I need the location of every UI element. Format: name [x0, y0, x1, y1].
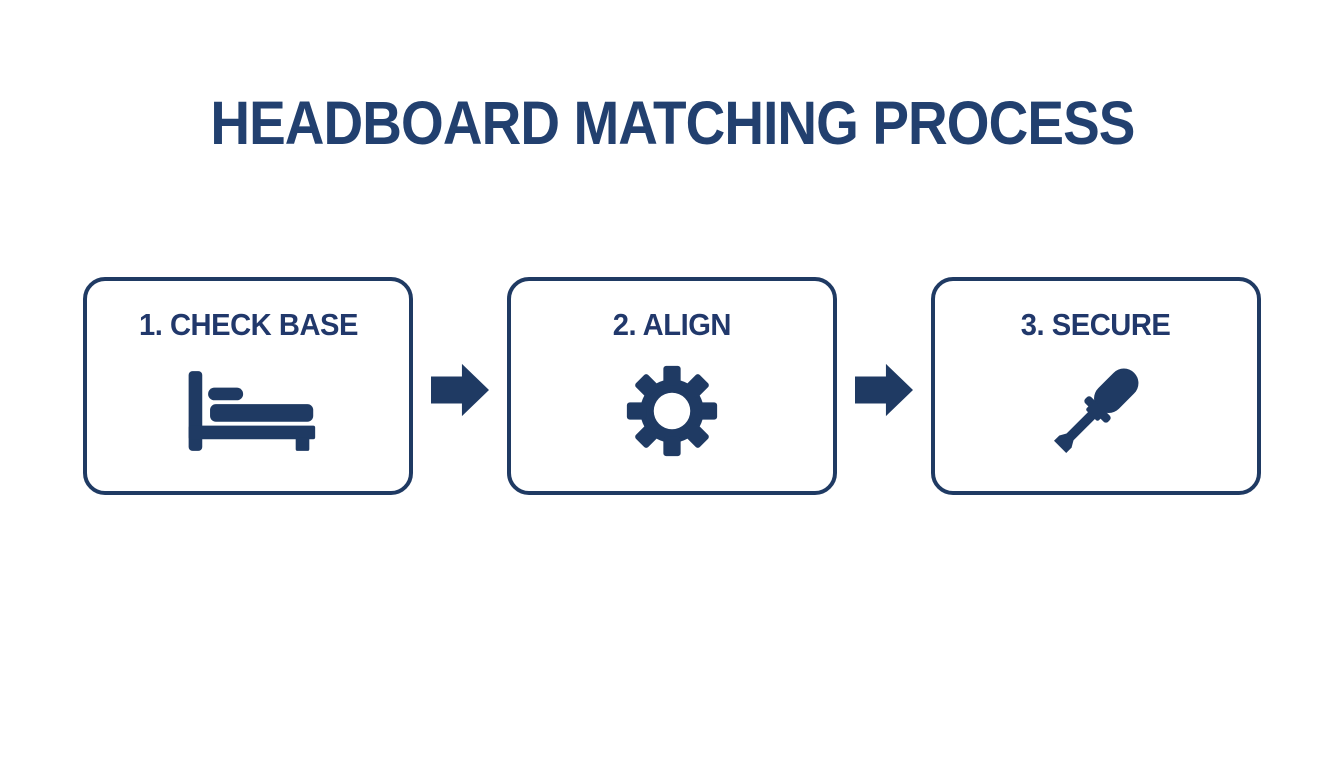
process-steps-row: 1. CHECK BASE 2. ALI	[0, 277, 1344, 495]
step-box-secure: 3. SECURE	[931, 277, 1261, 495]
step-connector	[855, 363, 913, 417]
step-connector	[431, 363, 489, 417]
step-label: 3. SECURE	[1021, 307, 1171, 342]
step-box-check-base: 1. CHECK BASE	[83, 277, 413, 495]
page-title: HEADBOARD MATCHING PROCESS	[0, 88, 1344, 158]
screwdriver-icon	[1053, 368, 1139, 454]
arrow-right-icon	[855, 363, 913, 417]
page-title-text: HEADBOARD MATCHING PROCESS	[209, 89, 1135, 157]
step-icon-wrap	[175, 343, 321, 491]
bed-icon	[188, 371, 316, 451]
step-label: 2. ALIGN	[612, 307, 732, 342]
step-icon-wrap	[624, 343, 720, 491]
step-label: 1. CHECK BASE	[138, 307, 358, 342]
arrow-right-icon	[431, 363, 489, 417]
step-icon-wrap	[1042, 343, 1150, 491]
gear-icon	[626, 365, 718, 457]
step-box-align: 2. ALIGN	[507, 277, 837, 495]
